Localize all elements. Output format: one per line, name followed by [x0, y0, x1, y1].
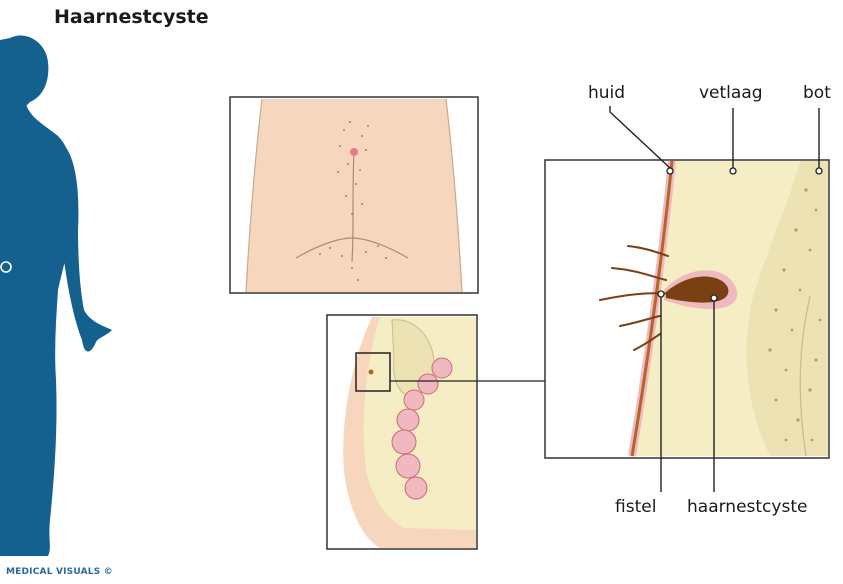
- detail-panel: [545, 160, 829, 458]
- label-vetlaag: vetlaag: [699, 83, 763, 103]
- label-bot: bot: [803, 83, 831, 103]
- back-view-panel: [230, 97, 478, 293]
- label-fistel: fistel: [615, 497, 656, 517]
- side-section-panel: [327, 315, 477, 549]
- credit-text: MEDICAL VISUALS ©: [6, 567, 113, 577]
- human-figure: [0, 35, 112, 556]
- label-huid: huid: [588, 83, 625, 103]
- label-haarnestcyste: haarnestcyste: [687, 497, 807, 517]
